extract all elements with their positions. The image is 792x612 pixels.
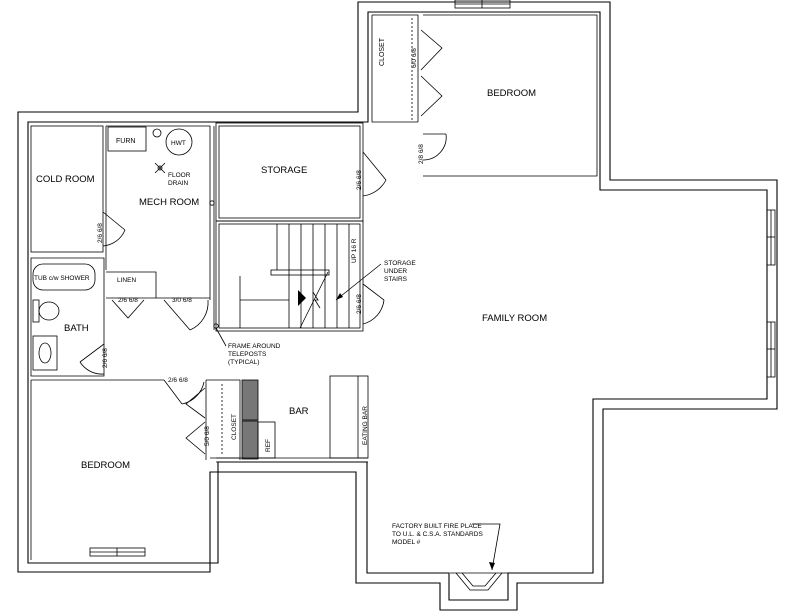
storage-under-label-3: STAIRS: [384, 276, 408, 283]
door-size-under-stairs: 2/6 6/8: [356, 294, 363, 314]
window-bottom-left: [89, 547, 146, 557]
frame-note-line-1: FRAME AROUND: [228, 343, 281, 350]
bar-counter-hatch-lower: [241, 420, 259, 460]
under-stairs-door[interactable]: [362, 283, 385, 325]
ref-label: REF: [265, 439, 272, 452]
closet-bifold-door[interactable]: [420, 29, 443, 117]
closet-bottom-bifold-door[interactable]: [185, 387, 206, 455]
storage-label: STORAGE: [261, 165, 307, 176]
bar-counter-hatch: [241, 379, 259, 421]
break-line-icon: [312, 291, 321, 309]
door-size-top-closet: 6/0 6/8: [411, 48, 418, 68]
mech-door[interactable]: [163, 299, 209, 331]
furn-label: FURN: [116, 138, 135, 145]
window-right-upper: [766, 209, 776, 266]
family-room-label: FAMILY ROOM: [482, 313, 547, 324]
door-size-linen: 2/6 6/8: [118, 297, 138, 304]
bedroom-top-door[interactable]: [422, 133, 447, 161]
fireplace: FACTORY BUILT FIRE PLACE TO U.L. & C.S.A…: [392, 523, 508, 591]
cold-room: COLD ROOM 2/6 6/8: [30, 125, 126, 253]
door-size-bedroom-top: 2/8 6/8: [418, 144, 425, 164]
fireplace-leader-line: [472, 523, 501, 571]
flue-icon: [152, 128, 162, 138]
water-heater-icon: [165, 128, 193, 156]
exterior-walls: [17, 1, 778, 611]
floor-drain-icon: [154, 162, 166, 174]
eating-bar-label: EATING BAR: [362, 406, 369, 445]
leader-arrow-icon: [336, 293, 343, 300]
storage-under-label-2: UNDER: [384, 268, 407, 275]
linen-bath-area: LINEN 2/6 6/8 3/0 6/8 TUB c/w SHOWER BAT…: [30, 257, 210, 377]
sink-icon: [32, 335, 58, 371]
bedroom-top-area: CLOSET BEDROOM 6/0 6/8 2/8 6/8: [371, 14, 598, 177]
cold-room-door[interactable]: [102, 211, 126, 247]
storage-under-label-1: STORAGE: [384, 260, 416, 267]
windows: [89, 0, 776, 557]
tub-label: TUB c/w SHOWER: [34, 275, 90, 282]
storage-door[interactable]: [362, 151, 387, 197]
floor-drain-label-1: FLOOR: [168, 172, 191, 179]
bedroom-top-label: BEDROOM: [487, 88, 536, 99]
fireplace-note-line-2: TO U.L. & C.S.A. STANDARDS: [392, 531, 483, 538]
stairs-up-label: UP 16 R: [351, 238, 358, 263]
closet-top-label: CLOSET: [379, 37, 386, 66]
window-right-lower: [766, 321, 776, 378]
bath-label: BATH: [64, 323, 89, 334]
cold-room-label: COLD ROOM: [36, 174, 95, 185]
storage-leader-line: [335, 263, 382, 301]
bathtub-icon: [32, 263, 96, 291]
frame-note-line-2: TELEPOSTS: [228, 351, 267, 358]
bedroom-bottom-label: BEDROOM: [81, 460, 130, 471]
up-arrow-icon: [298, 290, 306, 306]
door-size-mech: 3/0 6/8: [172, 297, 192, 304]
window-top: [454, 0, 511, 9]
door-size-cold-room: 2/6 6/8: [97, 223, 104, 243]
fireplace-note-line-3: MODEL #: [392, 539, 421, 546]
mech-room-label: MECH ROOM: [139, 197, 199, 208]
bath-door[interactable]: [79, 343, 105, 375]
telepost-note: FRAME AROUND TELEPOSTS (TYPICAL): [213, 323, 281, 366]
door-size-storage: 2/6 6/8: [356, 170, 363, 190]
bar-label: BAR: [289, 406, 309, 417]
bedroom-bottom-area: CLOSET 2/6 6/8 5/0 6/8 BEDROOM: [30, 377, 241, 560]
linen-door[interactable]: [111, 299, 145, 319]
door-size-bath: 2/6 6/8: [102, 348, 109, 368]
frame-note-line-3: (TYPICAL): [228, 359, 259, 366]
storage-room: STORAGE 2/6 6/8: [215, 122, 387, 222]
fireplace-note-line-1: FACTORY BUILT FIRE PLACE: [392, 523, 482, 530]
door-size-bedroom-bottom: 2/6 6/8: [168, 377, 188, 384]
stair-treads: [239, 224, 350, 329]
stairs: UP 16 R 2/6 6/8 STORAGE UNDER STAIRS: [215, 220, 416, 332]
toilet-icon: [32, 299, 60, 323]
mech-room: FURN HWT FLOOR DRAIN MECH ROOM: [105, 125, 215, 330]
bar-area: EATING BAR BAR REF: [216, 375, 369, 463]
door-size-closet-bottom: 5/0 6/8: [204, 426, 211, 446]
fireplace-arrow-icon: [489, 562, 495, 570]
linen-label: LINEN: [117, 277, 136, 284]
telepost-icon: [209, 200, 215, 206]
bedroom-bottom-door[interactable]: [163, 379, 205, 405]
hwt-label: HWT: [171, 140, 186, 147]
floor-drain-label-2: DRAIN: [168, 180, 189, 187]
closet-bottom-label: CLOSET: [231, 414, 238, 440]
